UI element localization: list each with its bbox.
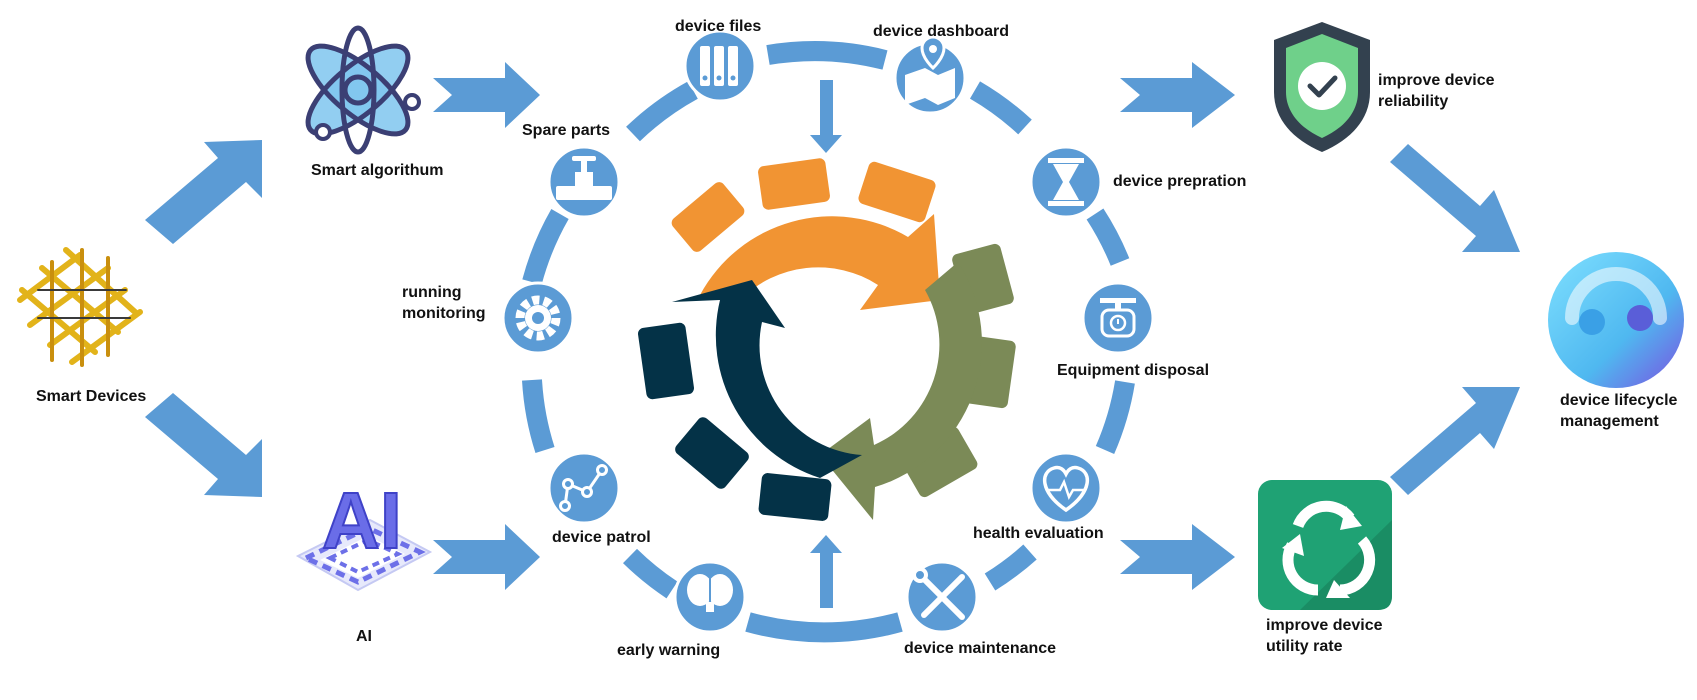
valve-icon xyxy=(556,156,612,200)
label-lifecycle: device lifecycle management xyxy=(1560,392,1678,430)
label-device-prepration: device prepration xyxy=(1113,173,1247,190)
arrow-devices-to-algorithm xyxy=(145,140,262,244)
arrow-ring-to-reliability xyxy=(1120,62,1235,128)
ai-chip-icon: AI xyxy=(295,475,433,592)
arrow-up-small xyxy=(810,535,842,608)
node-spare-parts[interactable] xyxy=(547,145,621,219)
gear-tooth-navy xyxy=(758,473,832,521)
arrow-down-small xyxy=(810,80,842,153)
node-health-evaluation[interactable] xyxy=(1029,451,1103,525)
node-running-monitoring[interactable] xyxy=(501,281,575,355)
label-early-warning: early warning xyxy=(617,642,721,659)
cycle-arc-navy xyxy=(672,280,862,478)
ring-segment xyxy=(522,379,555,454)
route-icon xyxy=(559,464,608,512)
arrow-reliability-to-lifecycle xyxy=(1390,144,1520,252)
ring-segment xyxy=(626,81,698,142)
label-device-dashboard: device dashboard xyxy=(873,23,1010,40)
gear-tooth-navy xyxy=(675,417,749,489)
label-running-monitoring: running monitoring xyxy=(402,284,486,322)
node-device-dashboard[interactable] xyxy=(893,35,967,115)
shield-check-icon xyxy=(1274,22,1370,152)
arrow-ai-to-ring xyxy=(433,524,540,590)
gear-tooth-orange xyxy=(671,182,745,252)
label-device-patrol: device patrol xyxy=(552,529,651,546)
smart-devices-icon xyxy=(17,247,143,367)
gear-icon xyxy=(515,295,561,341)
gear-tooth-orange xyxy=(858,161,936,223)
ring-segment xyxy=(766,41,888,70)
gear-tooth-navy xyxy=(637,322,695,400)
ring-segment xyxy=(1086,208,1130,266)
label-device-files: device files xyxy=(675,18,762,35)
arrow-utility-to-lifecycle xyxy=(1390,387,1520,495)
node-device-files[interactable] xyxy=(683,29,757,103)
gear-tooth-orange xyxy=(758,158,830,210)
node-early-warning[interactable] xyxy=(673,560,747,634)
ring-segment xyxy=(969,81,1032,135)
ring-segment xyxy=(745,612,903,643)
node-device-patrol[interactable] xyxy=(547,451,621,525)
label-smart-algorithm: Smart algorithum xyxy=(311,162,444,179)
ring-segment xyxy=(622,548,678,599)
recycle-icon xyxy=(1258,480,1392,610)
arrow-devices-to-ai xyxy=(145,393,262,497)
binders-icon xyxy=(700,46,738,86)
heart-pulse-icon xyxy=(1042,465,1090,513)
ring-segment xyxy=(1095,380,1135,454)
gear-tooth-olive xyxy=(900,426,978,498)
node-device-maintenance[interactable] xyxy=(905,560,979,634)
center-cycle-graphic xyxy=(637,158,1016,521)
cycle-arc-orange xyxy=(700,214,940,310)
node-equipment-disposal[interactable] xyxy=(1081,281,1155,355)
label-device-maintenance: device maintenance xyxy=(904,640,1057,657)
label-spare-parts: Spare parts xyxy=(522,122,611,139)
label-health-evaluation: health evaluation xyxy=(973,525,1104,542)
disposal-machine-icon xyxy=(1100,298,1136,338)
brain-icon xyxy=(687,574,733,612)
ai-icon-letters: AI xyxy=(322,476,402,565)
lifecycle-loop-icon xyxy=(1548,252,1684,388)
label-improve-utility: improve device utility rate xyxy=(1266,617,1383,655)
node-device-prepration[interactable] xyxy=(1029,145,1103,219)
arrow-algorithm-to-ring xyxy=(433,62,540,128)
label-improve-reliability: improve device reliability xyxy=(1378,72,1495,110)
label-smart-devices: Smart Devices xyxy=(36,388,147,405)
map-pin-icon xyxy=(905,35,955,105)
hourglass-icon xyxy=(1048,158,1084,206)
arrow-ring-to-utility xyxy=(1120,524,1235,590)
label-equipment-disposal: Equipment disposal xyxy=(1057,362,1210,379)
wrench-screwdriver-icon xyxy=(912,567,965,620)
ring-segment xyxy=(522,209,569,285)
ring-segment xyxy=(984,544,1037,591)
atom-icon xyxy=(305,25,421,155)
label-ai: AI xyxy=(356,628,372,645)
